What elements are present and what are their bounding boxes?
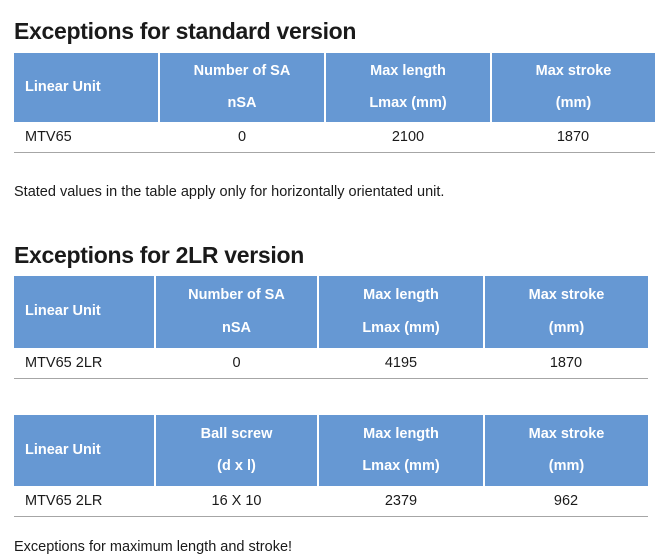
column-header-text-line1: Max length	[363, 287, 439, 304]
column-header-text-line2: Lmax (mm)	[369, 95, 447, 111]
column-header-max-length: Max length Lmax (mm)	[318, 276, 485, 348]
column-header-text: Linear Unit	[25, 303, 101, 320]
table-row: MTV65 2LR 0 4195 1870	[14, 348, 648, 379]
column-header-text-line1: Number of SA	[193, 62, 291, 79]
column-header-max-stroke: Max stroke (mm)	[484, 415, 648, 486]
cell-ball-screw: 16 X 10	[155, 486, 318, 517]
section-title-standard: Exceptions for standard version	[14, 18, 357, 45]
cell-max-length: 2100	[325, 122, 491, 153]
column-header-number-of-sa: Number of SA nSA	[155, 276, 319, 348]
column-header-text-line2: (mm)	[548, 319, 585, 336]
column-header-number-of-sa: Number of SA nSA	[159, 53, 326, 122]
column-header-text-line1: Max stroke	[528, 425, 605, 442]
caption-ball-screw: Exceptions for maximum length and stroke…	[14, 538, 293, 555]
column-header-text-line1: Ball screw	[200, 425, 273, 442]
column-header-text-line2: (d x l)	[217, 458, 256, 474]
column-header-text-line2: nSA	[227, 95, 257, 111]
table-header-row: Linear Unit Ball screw (d x l) Max lengt…	[14, 415, 648, 486]
cell-number-of-sa: 0	[155, 348, 318, 379]
column-header-text-line2: Lmax (mm)	[362, 319, 440, 336]
column-header-max-length: Max length Lmax (mm)	[318, 415, 485, 486]
cell-linear-unit: MTV65	[14, 122, 159, 153]
column-header-text-line2: (mm)	[548, 458, 585, 474]
column-header-text-line1: Max stroke	[528, 287, 605, 304]
cell-max-stroke: 1870	[484, 348, 648, 379]
cell-number-of-sa: 0	[159, 122, 325, 153]
cell-linear-unit: MTV65 2LR	[14, 486, 155, 517]
column-header-max-length: Max length Lmax (mm)	[325, 53, 492, 122]
cell-max-stroke: 1870	[491, 122, 655, 153]
cell-linear-unit: MTV65 2LR	[14, 348, 155, 379]
cell-max-length: 2379	[318, 486, 484, 517]
cell-max-length: 4195	[318, 348, 484, 379]
column-header-linear-unit: Linear Unit	[14, 53, 160, 122]
column-header-text-line1: Max length	[370, 62, 446, 79]
section-title-2lr: Exceptions for 2LR version	[14, 242, 304, 269]
column-header-text: Linear Unit	[25, 78, 101, 95]
table-exceptions-ball-screw: Linear Unit Ball screw (d x l) Max lengt…	[14, 415, 648, 517]
column-header-max-stroke: Max stroke (mm)	[491, 53, 655, 122]
column-header-text-line1: Number of SA	[188, 287, 285, 304]
column-header-text-line2: Lmax (mm)	[362, 458, 440, 474]
column-header-text-line2: (mm)	[555, 95, 592, 111]
column-header-linear-unit: Linear Unit	[14, 276, 156, 348]
table-row: MTV65 2LR 16 X 10 2379 962	[14, 486, 648, 517]
caption-standard: Stated values in the table apply only fo…	[14, 183, 445, 200]
column-header-text-line1: Max length	[363, 425, 439, 442]
column-header-max-stroke: Max stroke (mm)	[484, 276, 648, 348]
column-header-text-line2: nSA	[222, 319, 251, 336]
table-header-row: Linear Unit Number of SA nSA Max length …	[14, 276, 648, 348]
column-header-text-line1: Max stroke	[535, 62, 612, 79]
column-header-text: Linear Unit	[25, 441, 101, 458]
cell-max-stroke: 962	[484, 486, 648, 517]
table-exceptions-2lr: Linear Unit Number of SA nSA Max length …	[14, 276, 648, 379]
column-header-linear-unit: Linear Unit	[14, 415, 156, 486]
table-header-row: Linear Unit Number of SA nSA Max length …	[14, 53, 655, 122]
table-exceptions-standard: Linear Unit Number of SA nSA Max length …	[14, 53, 655, 153]
column-header-ball-screw: Ball screw (d x l)	[155, 415, 319, 486]
table-row: MTV65 0 2100 1870	[14, 122, 655, 153]
